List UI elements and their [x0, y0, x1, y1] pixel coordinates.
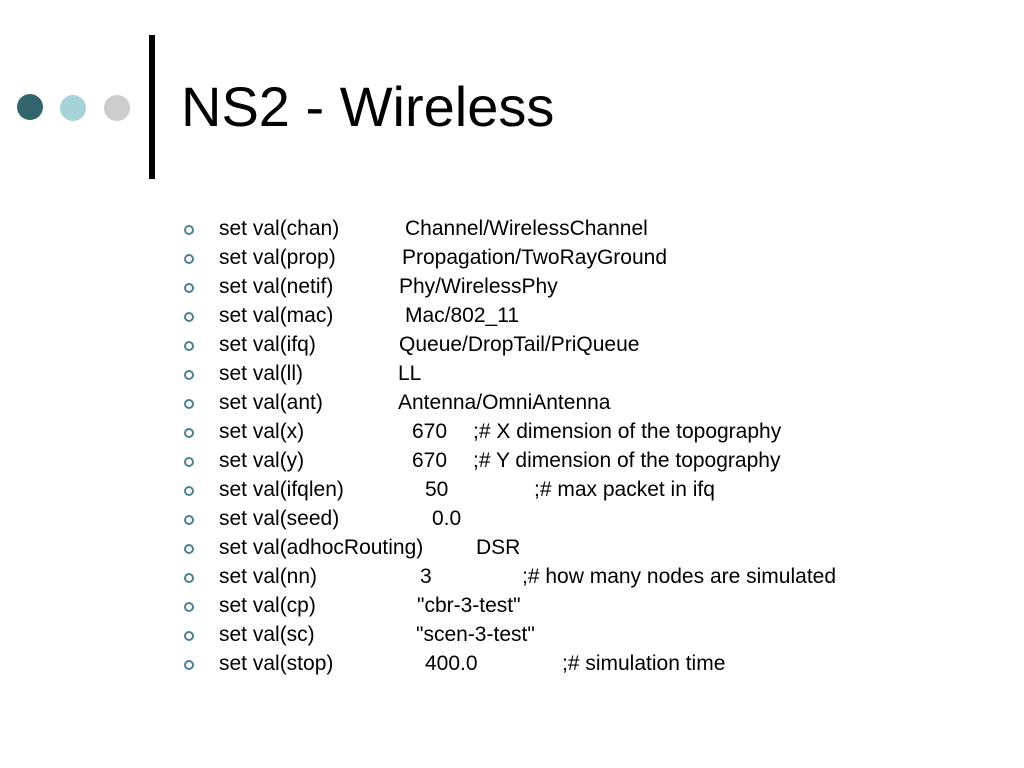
bullet-item: set val(ifq) Queue/DropTail/PriQueue — [180, 330, 639, 359]
bullet-circle-icon — [184, 341, 194, 351]
bullet-circle-icon — [184, 254, 194, 264]
value-text: Queue/DropTail/PriQueue — [399, 333, 640, 356]
bullet-item: set val(netif) Phy/WirelessPhy — [180, 272, 558, 301]
command-text: set val(netif) — [219, 275, 334, 298]
command-text: set val(mac) — [219, 304, 334, 327]
bullet-circle-icon — [184, 660, 194, 670]
bullet-circle-icon — [184, 457, 194, 467]
value-text: "cbr-3-test" — [417, 594, 521, 617]
command-text: set val(ll) — [219, 362, 304, 385]
bullet-list: set val(chan) Channel/WirelessChannel se… — [180, 214, 836, 678]
bullet-item: set val(x) 670 ;# X dimension of the top… — [180, 417, 781, 446]
bullet-circle-icon — [184, 515, 194, 525]
bullet-item: set val(prop) Propagation/TwoRayGround — [180, 243, 667, 272]
command-text: set val(stop) — [219, 652, 334, 675]
value-text: Phy/WirelessPhy — [399, 275, 558, 298]
command-text: set val(nn) — [219, 565, 318, 588]
bullet-circle-icon — [184, 544, 194, 554]
command-text: set val(y) — [219, 449, 305, 472]
value-text: 400.0 — [425, 652, 478, 675]
value-text: DSR — [476, 536, 521, 559]
command-text: set val(ifqlen) — [219, 478, 344, 501]
value-text: Mac/802_11 — [405, 304, 520, 327]
value-text: 50 — [425, 478, 449, 501]
bullet-circle-icon — [184, 312, 194, 322]
command-text: set val(chan) — [219, 217, 340, 240]
title-divider — [149, 35, 155, 179]
slide-title: NS2 - Wireless — [181, 75, 555, 138]
bullet-circle-icon — [184, 428, 194, 438]
value-text: Antenna/OmniAntenna — [398, 391, 611, 414]
bullet-item: set val(mac) Mac/802_11 — [180, 301, 519, 330]
bullet-item: set val(seed) 0.0 — [180, 504, 461, 533]
value-text: 670 — [412, 420, 448, 443]
bullet-circle-icon — [184, 370, 194, 380]
value-text: LL — [398, 362, 422, 385]
bullet-circle-icon — [184, 399, 194, 409]
command-text: set val(prop) — [219, 246, 336, 269]
decorative-dot-dark — [17, 94, 43, 120]
command-text: set val(cp) — [219, 594, 316, 617]
value-text: 0.0 — [432, 507, 462, 530]
bullet-circle-icon — [184, 225, 194, 235]
command-text: set val(sc) — [219, 623, 315, 646]
command-text: set val(ant) — [219, 391, 323, 414]
bullet-item: set val(sc) "scen-3-test" — [180, 620, 535, 649]
command-text: set val(seed) — [219, 507, 340, 530]
bullet-item: set val(ifqlen) 50 ;# max packet in ifq — [180, 475, 715, 504]
decorative-dot-light — [60, 95, 86, 121]
bullet-item: set val(y) 670 ;# Y dimension of the top… — [180, 446, 780, 475]
bullet-item: set val(ant) Antenna/OmniAntenna — [180, 388, 610, 417]
bullet-circle-icon — [184, 573, 194, 583]
bullet-item: set val(ll) LL — [180, 359, 421, 388]
decorative-dot-gray — [104, 95, 130, 121]
bullet-item: set val(stop) 400.0 ;# simulation time — [180, 649, 725, 678]
comment-text: ;# how many nodes are simulated — [522, 565, 837, 588]
bullet-item: set val(nn) 3 ;# how many nodes are simu… — [180, 562, 836, 591]
bullet-item: set val(adhocRouting) DSR — [180, 533, 520, 562]
value-text: 670 — [412, 449, 448, 472]
bullet-circle-icon — [184, 631, 194, 641]
command-text: set val(x) — [219, 420, 305, 443]
command-text: set val(adhocRouting) — [219, 536, 424, 559]
value-text: 3 — [420, 565, 432, 588]
value-text: Channel/WirelessChannel — [405, 217, 648, 240]
value-text: Propagation/TwoRayGround — [402, 246, 667, 269]
bullet-circle-icon — [184, 486, 194, 496]
bullet-item: set val(cp) "cbr-3-test" — [180, 591, 521, 620]
value-text: "scen-3-test" — [416, 623, 535, 646]
comment-text: ;# simulation time — [562, 652, 726, 675]
bullet-circle-icon — [184, 602, 194, 612]
bullet-item: set val(chan) Channel/WirelessChannel — [180, 214, 648, 243]
comment-text: ;# Y dimension of the topography — [473, 449, 781, 472]
command-text: set val(ifq) — [219, 333, 316, 356]
bullet-circle-icon — [184, 283, 194, 293]
comment-text: ;# X dimension of the topography — [473, 420, 782, 443]
comment-text: ;# max packet in ifq — [534, 478, 715, 501]
